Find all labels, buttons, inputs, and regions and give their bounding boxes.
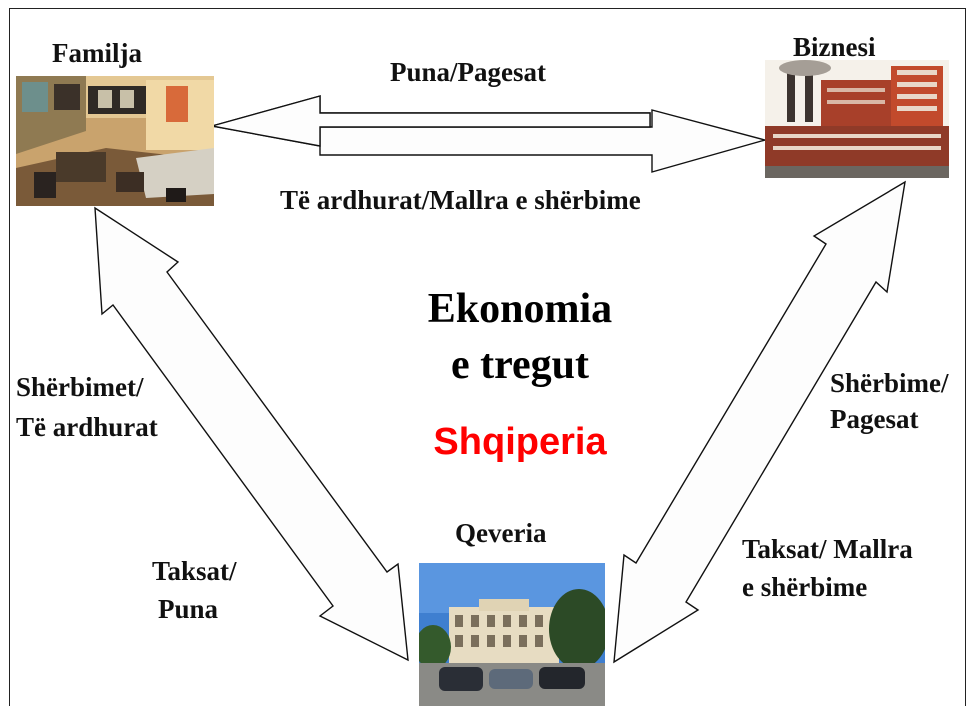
flow-left-upper-label-1: Shërbimet/ bbox=[16, 372, 144, 402]
family-label: Familja bbox=[52, 38, 142, 68]
frame-left-border bbox=[9, 8, 10, 706]
center-title-line2: e tregut bbox=[451, 342, 589, 388]
arrow-top-upper-front bbox=[211, 95, 651, 147]
flow-left-upper-label-2: Të ardhurat bbox=[16, 412, 158, 442]
flow-right-lower-label-1: Taksat/ Mallra bbox=[742, 534, 913, 564]
government-label: Qeveria bbox=[455, 518, 547, 548]
flow-top-upper-label: Puna/Pagesat bbox=[390, 57, 547, 87]
arrow-right-diagonal bbox=[613, 180, 906, 664]
frame-right-border bbox=[965, 8, 966, 706]
flow-right-lower-label-2: e shërbime bbox=[742, 572, 868, 602]
flow-left-lower-label-1: Taksat/ bbox=[152, 556, 237, 586]
business-label: Biznesi bbox=[793, 32, 876, 62]
government-building-photo bbox=[419, 563, 605, 706]
living-room-photo bbox=[16, 76, 214, 206]
factory-photo bbox=[765, 60, 949, 178]
center-subtitle: Shqiperia bbox=[433, 421, 607, 463]
arrow-left-diagonal bbox=[94, 206, 409, 662]
flow-top-lower-label: Të ardhurat/Mallra e shërbime bbox=[280, 185, 641, 215]
flow-left-lower-label-2: Puna bbox=[158, 594, 219, 624]
flow-right-upper-label-2: Pagesat bbox=[830, 404, 919, 434]
flow-right-upper-label-1: Shërbime/ bbox=[830, 368, 949, 398]
frame-top-border bbox=[10, 8, 966, 9]
center-title-line1: Ekonomia bbox=[427, 286, 613, 332]
